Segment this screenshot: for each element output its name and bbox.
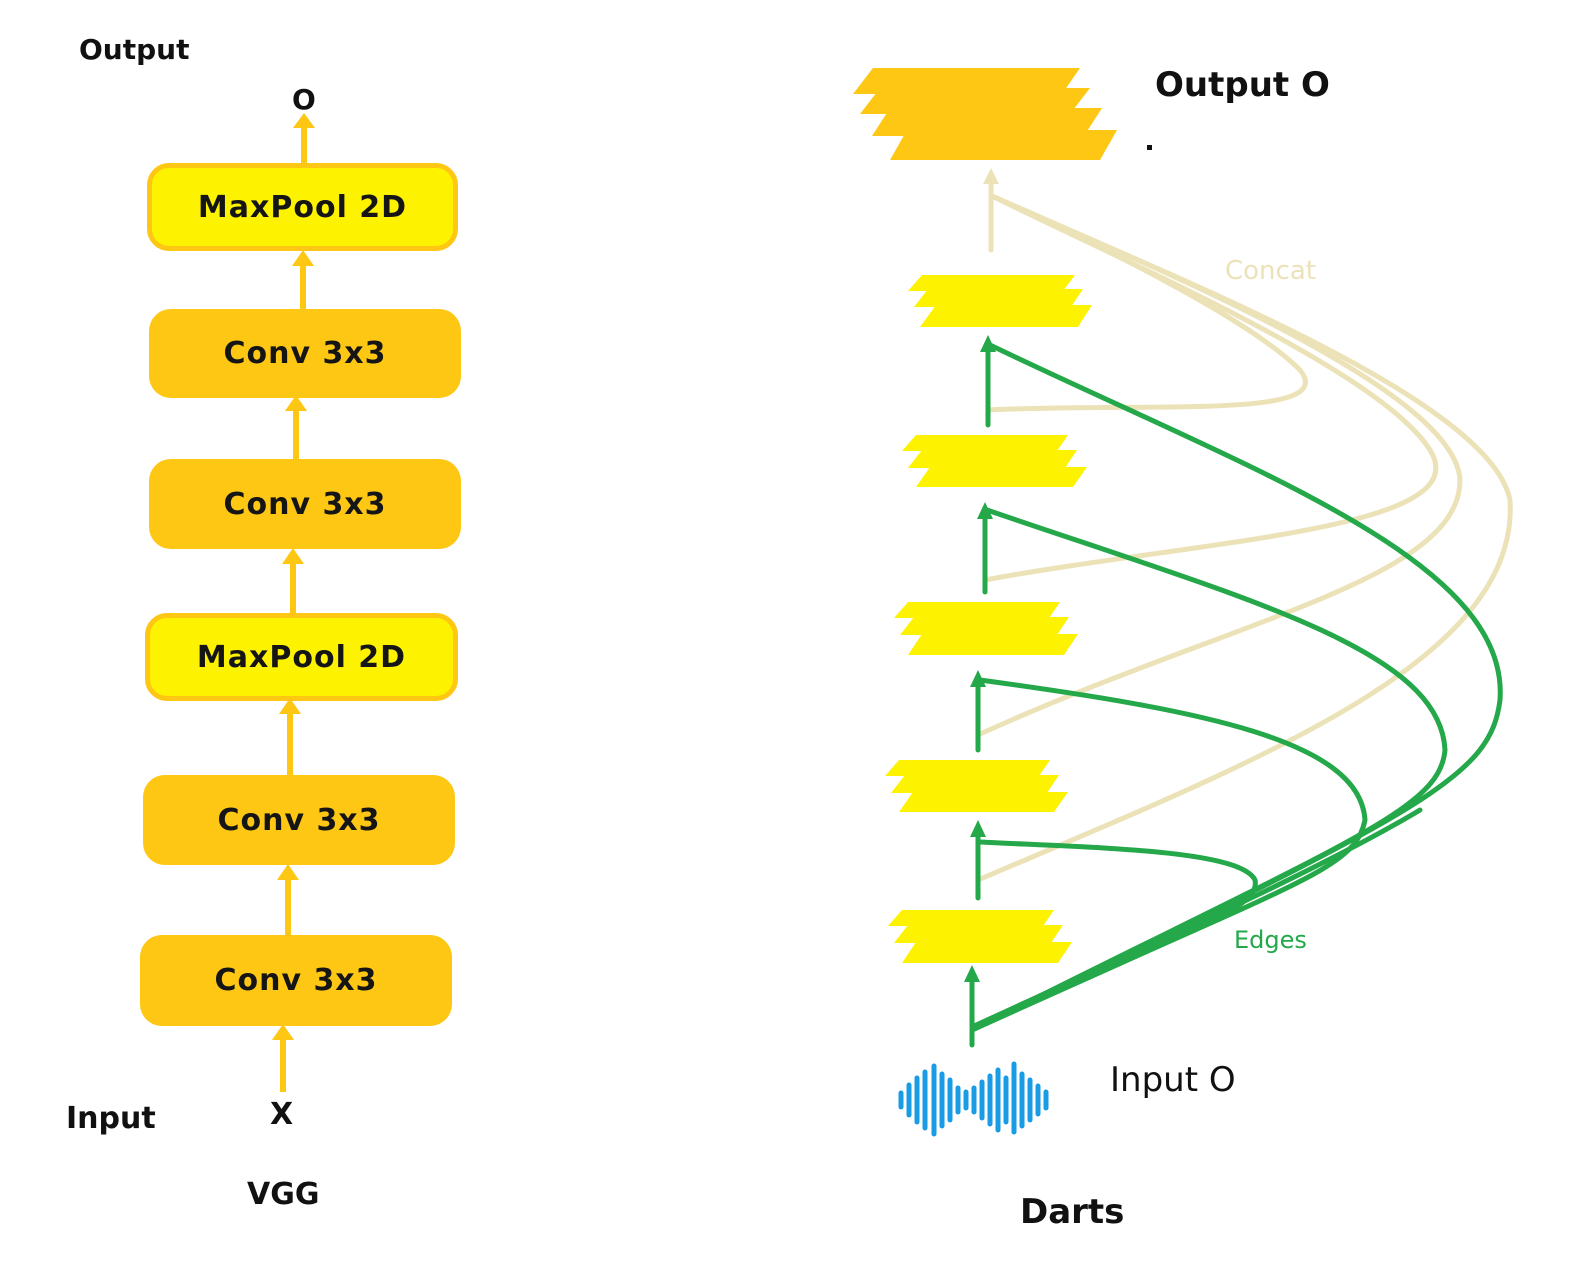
concat-curves — [975, 182, 1513, 883]
vgg-arrowhead-4 — [285, 395, 307, 411]
darts-input-label: Input O — [1110, 1060, 1236, 1100]
concat-curve-4 — [982, 193, 1439, 583]
vgg-input-symbol: X — [270, 1097, 294, 1132]
node-stack-2 — [885, 760, 1068, 812]
node-stack-5 — [908, 275, 1092, 327]
darts-caption: Darts — [1020, 1192, 1125, 1232]
vgg-caption: VGG — [247, 1177, 320, 1212]
audio-wave-icon — [898, 1061, 1049, 1137]
vgg-output-symbol: O — [292, 83, 316, 116]
node-stack-4 — [902, 435, 1087, 487]
darts-concat-label: Concat — [1225, 256, 1316, 286]
vgg-layer-conv-3: Conv 3x3 — [149, 459, 461, 549]
edge-arrowhead-5 — [980, 335, 996, 352]
vgg-layer-conv-1: Conv 3x3 — [140, 935, 452, 1026]
darts-output-label: Output O — [1155, 65, 1330, 105]
vgg-layer-maxpool-top: MaxPool 2D — [147, 163, 458, 251]
edge-arrowhead-4 — [977, 502, 993, 519]
concat-curve-2 — [975, 193, 1513, 883]
vgg-arrowhead-2 — [279, 698, 301, 714]
edge-curve-4 — [969, 507, 1448, 1033]
vgg-layer-maxpool-bottom: MaxPool 2D — [145, 613, 458, 701]
vgg-arrowhead-5 — [292, 250, 314, 266]
edge-arrowhead-2 — [970, 820, 986, 837]
vgg-layer-conv-2: Conv 3x3 — [143, 775, 455, 865]
vgg-arrowhead-out — [293, 113, 315, 128]
edge-curve-2 — [969, 839, 1258, 1033]
node-stack-3 — [894, 602, 1078, 655]
edge-curve-1 — [969, 807, 1423, 1030]
output-feature-stack — [853, 68, 1117, 160]
vgg-input-label: Input — [66, 1101, 156, 1136]
output-dot — [1147, 145, 1152, 150]
node-stack-1 — [888, 910, 1072, 963]
edge-arrowhead-1 — [964, 965, 980, 982]
edge-arrowhead-3 — [970, 670, 986, 687]
vgg-output-label: Output — [79, 33, 190, 66]
vgg-arrowhead-1 — [277, 864, 299, 880]
edge-curves — [969, 342, 1503, 1048]
vgg-arrowhead-3 — [282, 548, 304, 564]
darts-edges-label: Edges — [1234, 926, 1307, 954]
concat-arrowhead — [983, 168, 999, 184]
vgg-arrowhead-in — [272, 1024, 294, 1040]
vgg-layer-conv-4: Conv 3x3 — [149, 309, 461, 398]
